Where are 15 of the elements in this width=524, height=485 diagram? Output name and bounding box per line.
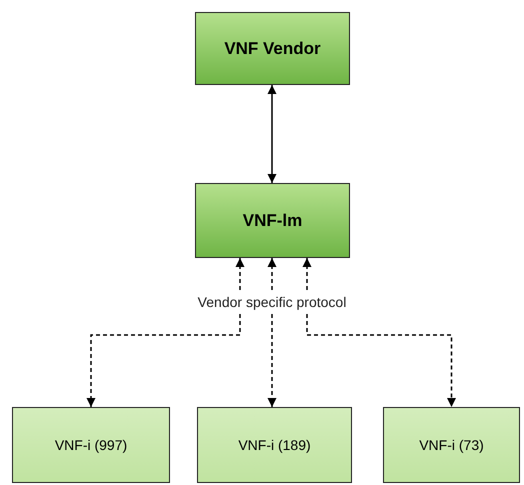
process-box xyxy=(195,12,350,85)
box-label: VNF Vendor xyxy=(224,38,321,60)
dashed-arrow xyxy=(268,258,276,407)
dashed-arrow xyxy=(86,258,244,407)
process-box xyxy=(383,407,520,483)
box-label: VNF-lm xyxy=(242,210,302,232)
process-box xyxy=(12,407,170,483)
process-box xyxy=(195,183,350,258)
arrow xyxy=(268,85,276,183)
edge-label: Vendor specific protocol xyxy=(196,292,348,313)
box-label: VNF-i (997) xyxy=(54,436,128,455)
dashed-arrow xyxy=(302,258,456,407)
process-box xyxy=(197,407,352,483)
box-label: VNF-i (73) xyxy=(419,436,484,455)
box-label: VNF-i (189) xyxy=(238,436,311,455)
